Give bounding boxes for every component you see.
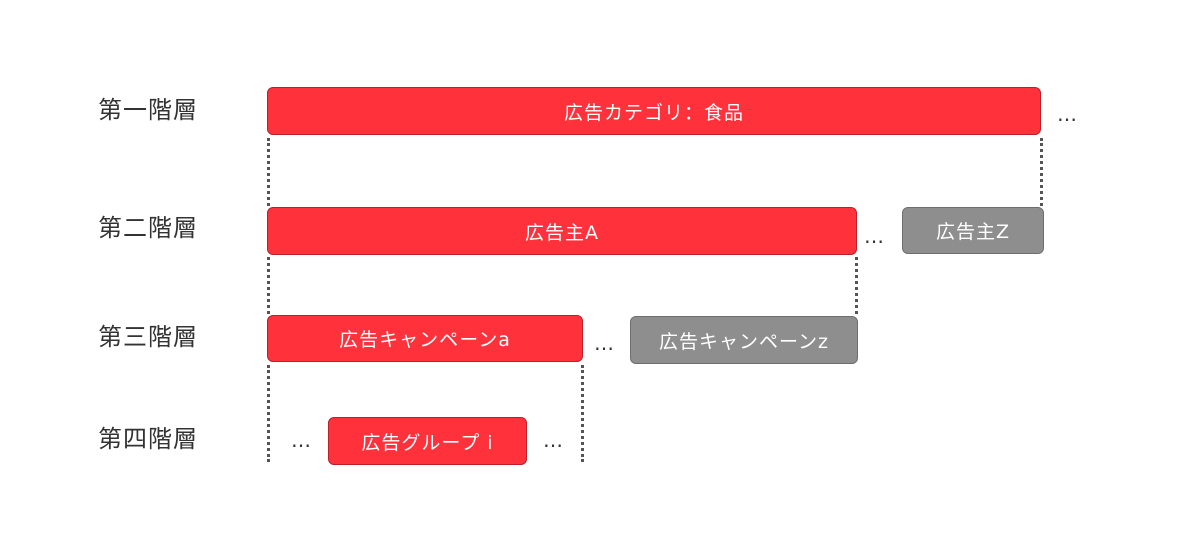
connector-l2-right <box>855 257 858 314</box>
connector-l1-left <box>267 138 270 206</box>
connector-l2-left <box>267 257 270 314</box>
level-3-ellipsis: … <box>594 331 615 355</box>
advertiser-a-node: 広告主A <box>267 207 857 255</box>
level-1-label: 第一階層 <box>98 96 198 124</box>
connector-l3-left <box>267 365 270 462</box>
group-i-node: 広告グループ i <box>328 417 527 465</box>
category-node: 広告カテゴリ：食品 <box>267 87 1041 135</box>
level-3-label: 第三階層 <box>98 323 198 351</box>
connector-l1-right <box>1040 138 1043 206</box>
campaign-z-node: 広告キャンペーンz <box>630 316 858 364</box>
level-2-label: 第二階層 <box>98 214 198 242</box>
level-1-more-ellipsis: … <box>1057 102 1078 126</box>
level-2-ellipsis: … <box>864 224 885 248</box>
level-4-right-ellipsis: … <box>543 428 564 452</box>
level-4-label: 第四階層 <box>98 425 198 453</box>
connector-l3-right <box>581 365 584 462</box>
level-4-left-ellipsis: … <box>291 428 312 452</box>
advertiser-z-node: 広告主Z <box>902 207 1044 254</box>
campaign-a-node: 広告キャンペーンa <box>267 315 583 362</box>
